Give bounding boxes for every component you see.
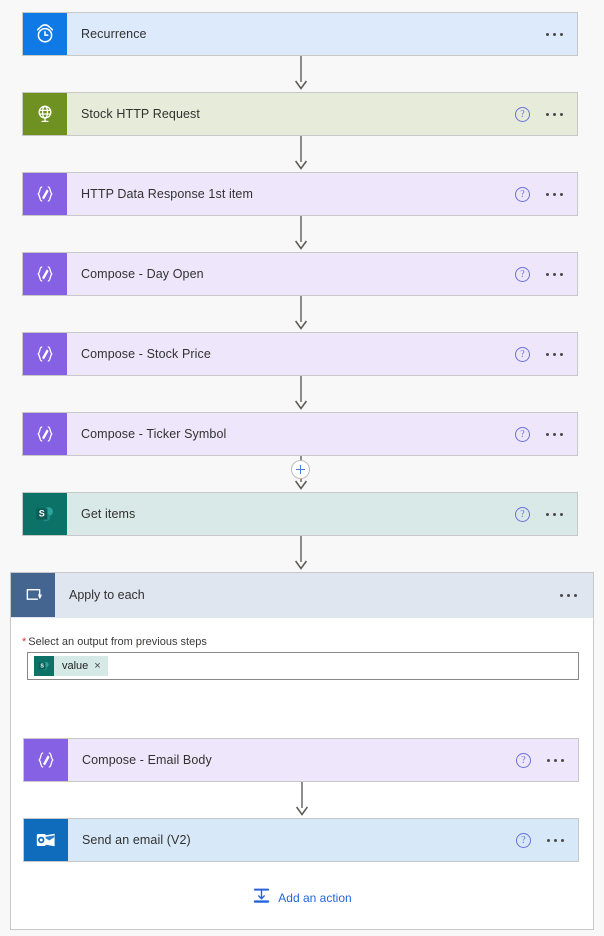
flow-step-actions: ? — [515, 93, 577, 135]
flow-step-actions: ? — [515, 333, 577, 375]
flow-step-label: Compose - Day Open — [81, 267, 204, 281]
add-an-action-button[interactable]: Add an action — [11, 886, 593, 910]
flow-step-label: Get items — [81, 507, 136, 521]
more-ellipsis-icon[interactable] — [544, 107, 565, 122]
compose-braces-icon — [24, 739, 68, 781]
required-marker: * — [22, 636, 27, 648]
compose-braces-icon — [23, 413, 67, 455]
compose-braces-icon — [23, 253, 67, 295]
connector-arrow — [291, 296, 311, 332]
svg-text:S: S — [40, 664, 44, 670]
flow-step-compose-email-body[interactable]: Compose - Email Body ? — [23, 738, 579, 782]
connector-arrow — [291, 376, 311, 412]
more-ellipsis-icon[interactable] — [545, 833, 566, 848]
help-icon[interactable]: ? — [515, 346, 530, 362]
token-chip-value[interactable]: S value × — [34, 656, 108, 676]
add-an-action-label: Add an action — [278, 891, 352, 905]
flow-step-compose-ticker-symbol[interactable]: Compose - Ticker Symbol ? — [22, 412, 578, 456]
help-icon[interactable]: ? — [516, 752, 531, 768]
apply-to-each-body: *Select an output from previous steps S … — [11, 618, 593, 931]
apply-to-each-header[interactable]: Apply to each — [11, 573, 593, 618]
flow-step-stock-http-request[interactable]: Stock HTTP Request ? — [22, 92, 578, 136]
alarm-clock-icon — [23, 13, 67, 55]
select-output-label-text: Select an output from previous steps — [28, 636, 207, 648]
flow-step-send-an-email-v2[interactable]: Send an email (V2) ? — [23, 818, 579, 862]
connector-arrow — [291, 536, 311, 572]
connector-arrow — [292, 782, 312, 818]
apply-to-each-title: Apply to each — [69, 588, 145, 602]
token-label: value — [62, 660, 89, 672]
apply-to-each-scope: Apply to each *Select an output from pre… — [10, 572, 594, 930]
flow-step-actions: ? — [515, 413, 577, 455]
flow-step-actions: ? — [516, 819, 578, 861]
compose-braces-icon — [23, 173, 67, 215]
flow-step-actions: ? — [516, 739, 578, 781]
loop-icon — [11, 573, 55, 617]
flow-step-actions: ? — [515, 253, 577, 295]
more-ellipsis-icon[interactable] — [544, 27, 565, 42]
flow-step-label: Compose - Ticker Symbol — [81, 427, 227, 441]
sharepoint-icon: S — [34, 656, 54, 676]
flow-step-compose-day-open[interactable]: Compose - Day Open ? — [22, 252, 578, 296]
select-output-input[interactable]: S value × — [27, 652, 579, 680]
flow-step-get-items[interactable]: S Get items ? — [22, 492, 578, 536]
flow-step-http-data-response-1st-item[interactable]: HTTP Data Response 1st item ? — [22, 172, 578, 216]
connector-arrow — [291, 216, 311, 252]
help-icon[interactable]: ? — [516, 832, 531, 848]
connector-arrow — [291, 136, 311, 172]
help-icon[interactable]: ? — [515, 106, 530, 122]
help-icon[interactable]: ? — [515, 426, 530, 442]
flow-step-label: Stock HTTP Request — [81, 107, 200, 121]
close-icon[interactable]: × — [94, 659, 101, 672]
add-step-plus-icon[interactable] — [291, 460, 310, 479]
sharepoint-icon: S — [23, 493, 67, 535]
more-ellipsis-icon[interactable] — [544, 267, 565, 282]
svg-text:S: S — [39, 509, 45, 519]
compose-braces-icon — [23, 333, 67, 375]
insert-step-icon — [252, 886, 271, 910]
more-ellipsis-icon[interactable] — [544, 347, 565, 362]
globe-icon — [23, 93, 67, 135]
help-icon[interactable]: ? — [515, 186, 530, 202]
help-icon[interactable]: ? — [515, 506, 530, 522]
more-ellipsis-icon[interactable] — [544, 507, 565, 522]
more-ellipsis-icon[interactable] — [544, 427, 565, 442]
flow-step-actions: ? — [515, 173, 577, 215]
flow-step-label: Recurrence — [81, 27, 147, 41]
flow-step-actions — [544, 13, 577, 55]
help-icon[interactable]: ? — [515, 266, 530, 282]
connector-arrow — [291, 56, 311, 92]
apply-to-each-actions — [558, 573, 593, 617]
more-ellipsis-icon[interactable] — [558, 588, 579, 603]
flow-step-compose-stock-price[interactable]: Compose - Stock Price ? — [22, 332, 578, 376]
flow-step-label: Compose - Email Body — [82, 753, 212, 767]
flow-step-actions: ? — [515, 493, 577, 535]
flow-step-label: Send an email (V2) — [82, 833, 191, 847]
flow-step-label: Compose - Stock Price — [81, 347, 211, 361]
outlook-icon — [24, 819, 68, 861]
flow-step-recurrence[interactable]: Recurrence — [22, 12, 578, 56]
more-ellipsis-icon[interactable] — [544, 187, 565, 202]
flow-step-label: HTTP Data Response 1st item — [81, 187, 253, 201]
more-ellipsis-icon[interactable] — [545, 753, 566, 768]
select-output-field-label: *Select an output from previous steps — [22, 636, 207, 648]
